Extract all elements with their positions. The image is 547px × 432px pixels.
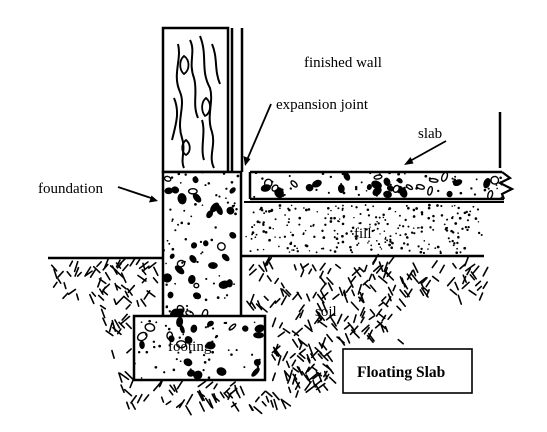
title-box [342,348,473,394]
slab-break-line [497,171,515,200]
label-soil: soil [315,304,337,320]
wall-stud [161,26,230,174]
label-fill: fill [354,226,372,242]
label-expansion-joint: expansion joint [276,97,369,113]
leader-arrows [117,103,447,203]
soil-hatching [50,253,489,416]
diagram-title: Floating Slab [357,364,445,381]
finished-wall-board [230,28,244,172]
expansion-joint-arrow [246,103,272,161]
fill-gravel [245,203,483,254]
label-foundation: foundation [38,181,103,197]
footing [132,314,267,382]
concrete-slab [244,170,515,203]
label-finished-wall: finished wall [304,55,382,71]
slab-arrow [409,140,447,162]
foundation-arrow [117,186,152,199]
label-footing: footing [168,339,212,355]
foundation-wall [161,170,243,320]
label-slab: slab [418,126,442,142]
